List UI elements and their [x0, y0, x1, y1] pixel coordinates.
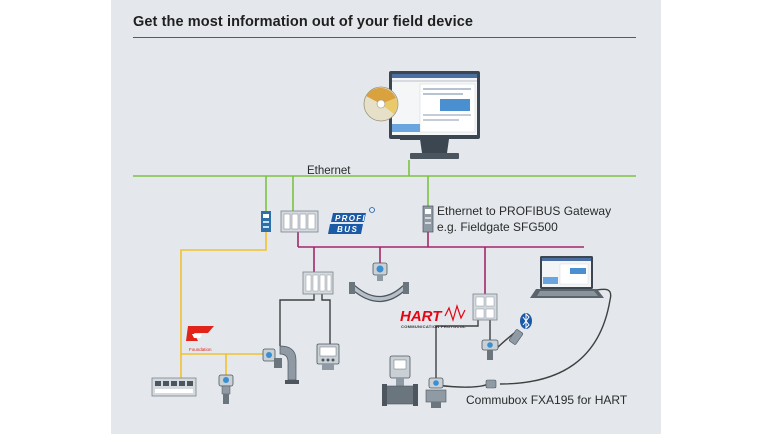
hart-logo-subtitle: COMMUNICATION PROTOCOL: [401, 324, 466, 329]
process-display-unit: [316, 343, 340, 370]
bluetooth-icon: [520, 312, 532, 330]
hart-cables: [279, 288, 612, 388]
temperature-transmitter: [481, 339, 499, 360]
hart-logo-text: HART: [400, 308, 443, 325]
profibus-logo-bottom: BUS: [337, 225, 358, 234]
foundation-logo-text: Foundation: [189, 347, 212, 352]
hart-multiplexer: [472, 293, 498, 321]
plc-controller: [280, 210, 319, 233]
profibus-logo: PROFI BUS: [328, 207, 375, 234]
monitor: [389, 71, 480, 159]
title-divider: [133, 37, 636, 38]
pressure-transmitter-hart: [425, 377, 447, 408]
ethernet-switch: [261, 211, 271, 232]
profibus-logo-top: PROFI: [335, 214, 366, 223]
gateway-label-line1: Ethernet to PROFIBUS Gateway: [437, 204, 611, 218]
hart-logo: HART COMMUNICATION PROTOCOL: [400, 303, 466, 329]
laptop: [530, 256, 604, 298]
profibus-lines: [297, 232, 584, 294]
fieldbus-io-module: [151, 377, 197, 397]
page-title: Get the most information out of your fie…: [133, 14, 474, 30]
ethernet-label: Ethernet: [307, 165, 351, 177]
remote-io-module: [302, 271, 334, 295]
electromagnetic-flowmeter: [262, 345, 299, 384]
fieldbus-lines: [180, 232, 270, 378]
fieldgate-gateway: [422, 205, 434, 233]
software-cd-icon: [363, 86, 399, 122]
gateway-label-line2: e.g. Fieldgate SFG500: [437, 220, 558, 234]
coriolis-flowmeter: [349, 262, 409, 302]
commubox-label: Commubox FXA195 for HART: [466, 393, 628, 407]
commubox-modem: [485, 379, 497, 389]
pressure-transmitter-fieldbus: [218, 374, 234, 404]
ethernet-lines: [133, 160, 636, 211]
foundation-fieldbus-logo: Foundation: [186, 326, 214, 352]
vortex-flowmeter: [382, 355, 418, 406]
diagram-panel: [111, 0, 661, 434]
wireless-modem: [508, 329, 524, 345]
